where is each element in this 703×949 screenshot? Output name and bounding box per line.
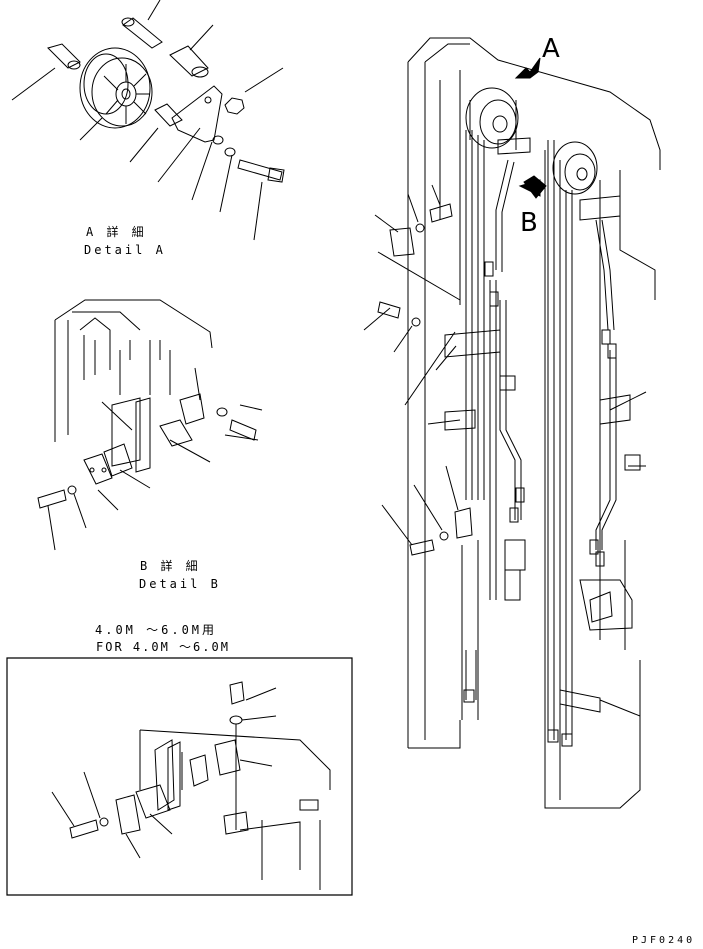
detail-b-title-en: Detail B	[139, 577, 221, 591]
detail-b-title-jp: B 詳 細	[140, 559, 201, 573]
view-marker-a: A	[542, 34, 560, 64]
inset-drawing	[52, 682, 330, 890]
detail-a-title-en: Detail A	[84, 243, 166, 257]
detail-b-drawing	[38, 300, 262, 550]
view-marker-b: B	[520, 208, 538, 238]
range-title-jp: 4.0M 〜6.0M用	[95, 623, 218, 637]
range-title-en: FOR 4.0M 〜6.0M	[96, 640, 230, 654]
detail-a-drawing	[12, 0, 284, 240]
mast-assembly	[364, 38, 660, 808]
detail-a-title-jp: A 詳 細	[86, 225, 147, 239]
drawing-code: PJF0240	[632, 935, 696, 946]
inset-frame	[7, 658, 352, 895]
